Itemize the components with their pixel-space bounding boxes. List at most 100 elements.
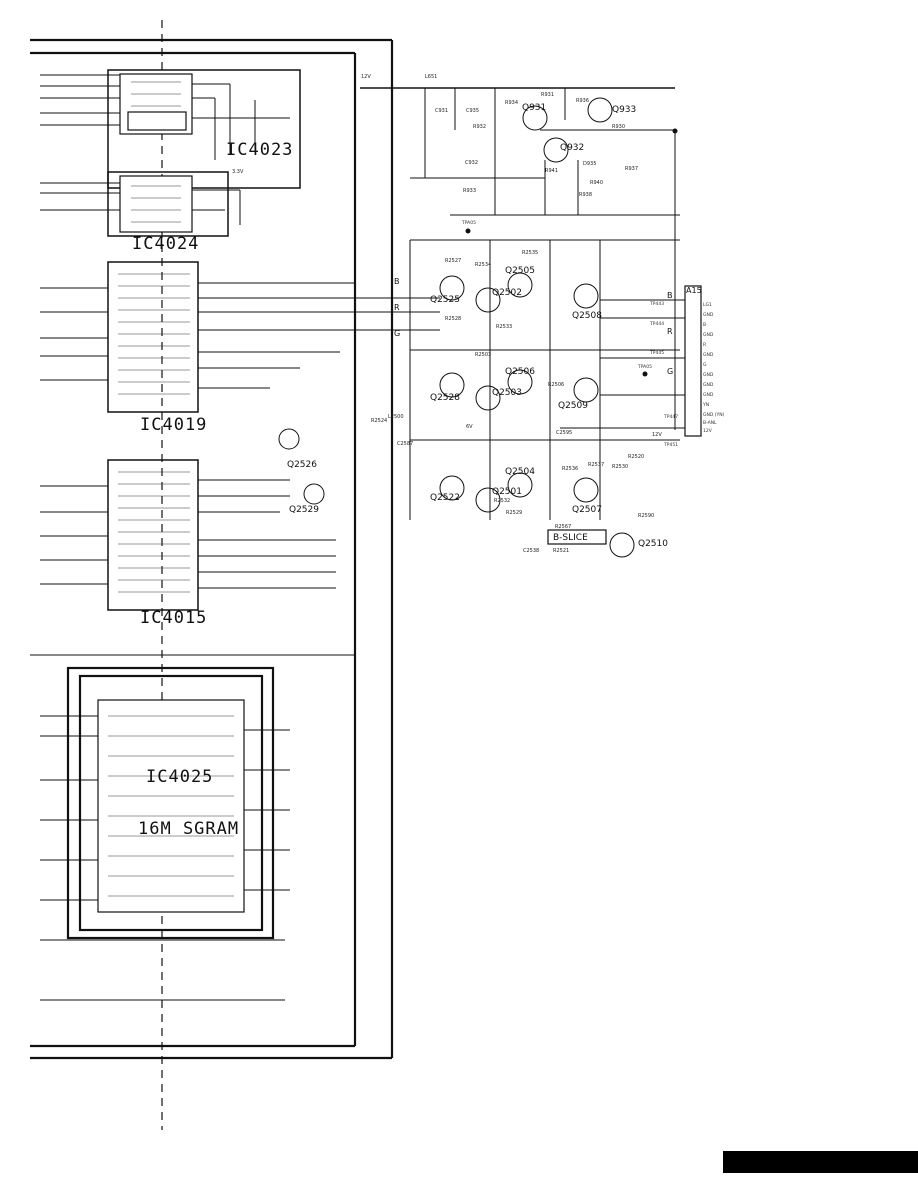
svg-text:R2503: R2503 [475, 352, 491, 358]
ic4025-block: IC4025 16M SGRAM [30, 654, 355, 1001]
test-points: TPA05 TP443 TP444 TP445 TP447 TP451 TPA0… [461, 220, 678, 448]
svg-text:R: R [667, 327, 673, 336]
label-q2526: Q2526 [287, 460, 317, 470]
ic4019-block: IC4019 [40, 261, 392, 435]
svg-text:GND: GND [703, 382, 714, 388]
label-q2502: Q2502 [492, 288, 522, 298]
svg-text:D935: D935 [583, 161, 596, 167]
label-q2528: Q2528 [430, 393, 460, 403]
svg-text:C935: C935 [466, 108, 479, 114]
svg-text:B-ANL: B-ANL [703, 420, 717, 426]
svg-text:R2532: R2532 [494, 498, 510, 504]
svg-text:R2537: R2537 [588, 462, 604, 468]
svg-text:L651: L651 [425, 74, 437, 80]
svg-text:R931: R931 [541, 92, 554, 98]
svg-text:12V: 12V [361, 74, 371, 80]
svg-text:C2538: C2538 [523, 548, 539, 554]
svg-text:R2506: R2506 [548, 382, 564, 388]
svg-text:TPA05: TPA05 [637, 364, 652, 370]
top-amp-section [360, 87, 680, 430]
rail-labels: 12V 3.3V 6V 12V [232, 74, 662, 438]
ic4019-title: IC4019 [140, 415, 207, 435]
ic4015-block: IC4015 [40, 459, 336, 628]
svg-text:B: B [394, 277, 400, 286]
svg-text:R2529: R2529 [506, 510, 522, 516]
component-labels: L651 R931 R934 R930 R936 C931 C935 R932 … [371, 74, 654, 554]
svg-text:R: R [394, 303, 400, 312]
svg-text:R933: R933 [463, 188, 476, 194]
label-q2503: Q2503 [492, 388, 522, 398]
label-q2504: Q2504 [505, 467, 535, 477]
ic4025-title: IC4025 [146, 767, 213, 787]
svg-text:R2535: R2535 [522, 250, 538, 256]
svg-text:R2521: R2521 [553, 548, 569, 554]
b-slice-label: B-SLICE [553, 533, 588, 543]
svg-text:C2587: C2587 [397, 441, 413, 447]
svg-text:GND: GND [703, 332, 714, 338]
svg-text:6V: 6V [466, 424, 473, 430]
label-q2505: Q2505 [505, 266, 535, 276]
svg-text:C931: C931 [435, 108, 448, 114]
svg-text:R2534: R2534 [475, 262, 491, 268]
svg-text:12V: 12V [703, 428, 713, 434]
svg-text:G: G [703, 362, 707, 368]
label-q933: Q933 [612, 105, 636, 115]
svg-text:L2500: L2500 [388, 414, 404, 420]
svg-text:R937: R937 [625, 166, 638, 172]
svg-text:TP451: TP451 [663, 442, 678, 448]
svg-text:TP444: TP444 [649, 321, 664, 327]
svg-text:3.3V: 3.3V [232, 169, 244, 175]
svg-text:R2567: R2567 [555, 524, 571, 530]
svg-text:G: G [394, 329, 400, 338]
label-q2508: Q2508 [572, 311, 602, 321]
svg-text:B: B [667, 291, 673, 300]
ic4024-block: IC4024 [40, 171, 241, 254]
svg-text:TP447: TP447 [663, 414, 678, 420]
svg-text:C932: C932 [465, 160, 478, 166]
svg-text:R2524: R2524 [371, 418, 387, 424]
ic4023-block: IC4023 [40, 69, 301, 189]
svg-text:R934: R934 [505, 100, 518, 106]
page-corner-bar [723, 1151, 918, 1173]
svg-text:R936: R936 [576, 98, 589, 104]
svg-text:GND: GND [703, 312, 714, 318]
label-q932: Q932 [560, 143, 584, 153]
svg-text:R: R [703, 342, 706, 348]
svg-text:GND: GND [703, 392, 714, 398]
label-q2510: Q2510 [638, 539, 668, 549]
svg-text:R940: R940 [590, 180, 603, 186]
connector-name: A15 [686, 286, 702, 295]
svg-text:LG1: LG1 [703, 302, 712, 308]
svg-text:G: G [667, 367, 673, 376]
svg-text:TP445: TP445 [649, 350, 664, 356]
frame-lines [30, 20, 394, 1130]
connector-a15: A15 LG1 GND B GND R GND G GND GND GND YN… [684, 285, 725, 437]
svg-text:GND: GND [703, 372, 714, 378]
ic4025-subtitle: 16M SGRAM [138, 819, 239, 839]
svg-text:GND: GND [703, 352, 714, 358]
label-q2522: Q2522 [430, 493, 460, 503]
svg-text:R2536: R2536 [562, 466, 578, 472]
svg-text:R941: R941 [545, 168, 558, 174]
svg-text:R2520: R2520 [628, 454, 644, 460]
label-q2501: Q2501 [492, 487, 522, 497]
svg-text:TPA05: TPA05 [461, 220, 476, 226]
svg-text:12V: 12V [652, 432, 662, 438]
svg-text:B: B [703, 322, 706, 328]
svg-text:R932: R932 [473, 124, 486, 130]
rgb-labels: B R G B R G [394, 277, 673, 376]
label-q931: Q931 [522, 103, 546, 113]
svg-text:R938: R938 [579, 192, 592, 198]
svg-text:R2530: R2530 [612, 464, 628, 470]
svg-text:R2590: R2590 [638, 513, 654, 519]
label-q2509: Q2509 [558, 401, 588, 411]
svg-text:YN: YN [702, 402, 709, 408]
ic4015-title: IC4015 [140, 608, 207, 628]
ic4023-title: IC4023 [226, 140, 293, 160]
rgb-amp-section: B-SLICE [278, 239, 690, 558]
label-q2507: Q2507 [572, 505, 602, 515]
svg-text:C2595: C2595 [556, 430, 572, 436]
svg-text:GND (YN): GND (YN) [703, 412, 725, 418]
label-q2525: Q2525 [430, 295, 460, 305]
